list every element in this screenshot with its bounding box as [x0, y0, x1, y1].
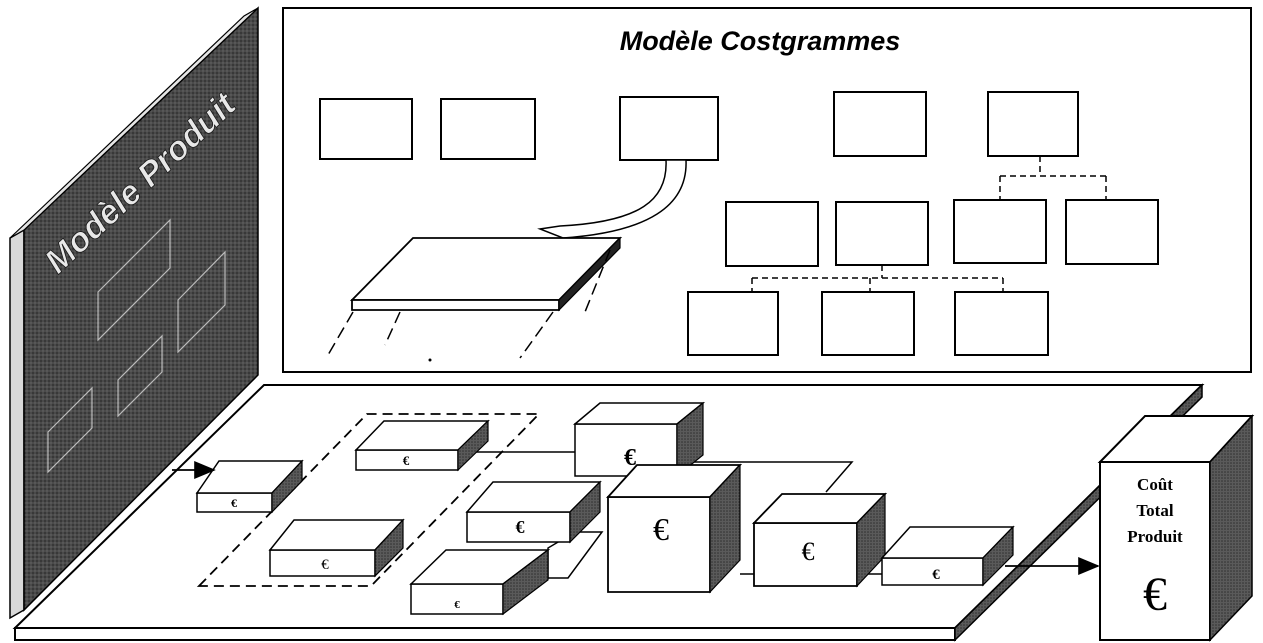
euro-symbol: € [802, 537, 815, 566]
costgram-box [619, 96, 719, 161]
cost-block: € [409, 548, 551, 616]
cost-block: € [880, 525, 1015, 587]
costgram-box [821, 291, 915, 356]
costgram-box [319, 98, 413, 160]
costgram-box [440, 98, 536, 160]
cost-block: € [751, 492, 888, 588]
costgram-box [987, 91, 1079, 157]
euro-symbol: € [231, 496, 237, 510]
cost-block: € [195, 459, 304, 514]
cost-group-outline [196, 413, 542, 587]
costgram-box [1065, 199, 1159, 265]
projection-lines [327, 249, 611, 359]
total-cost-label: Produit [1127, 527, 1183, 546]
cost-block: € [605, 463, 743, 594]
thin-plate [349, 236, 623, 312]
costgram-box [953, 199, 1047, 264]
total-cost-block: Coût Total Produit € [1097, 414, 1255, 642]
costgram-box [687, 291, 779, 356]
hierarchy-connectors [751, 156, 1107, 292]
cost-block: € [354, 419, 490, 472]
cost-block: € [268, 518, 405, 578]
costgram-box [725, 201, 819, 267]
euro-symbol: € [516, 517, 525, 537]
costgram-box [835, 201, 929, 266]
total-cost-label: Total [1136, 501, 1173, 520]
costgram-model-panel: Modèle Costgrammes [282, 7, 1252, 373]
total-cost-label: Coût [1137, 475, 1173, 494]
costgram-model-title: Modèle Costgrammes [620, 26, 901, 56]
cost-block: € [465, 480, 602, 544]
euro-symbol: € [653, 511, 669, 547]
euro-symbol: € [321, 557, 329, 573]
euro-symbol: € [624, 445, 636, 471]
euro-symbol: € [932, 567, 940, 583]
euro-symbol: € [1143, 568, 1167, 621]
costgram-box [954, 291, 1049, 356]
euro-symbol: € [403, 453, 410, 468]
euro-symbol: € [454, 599, 460, 611]
costgram-box [833, 91, 927, 157]
